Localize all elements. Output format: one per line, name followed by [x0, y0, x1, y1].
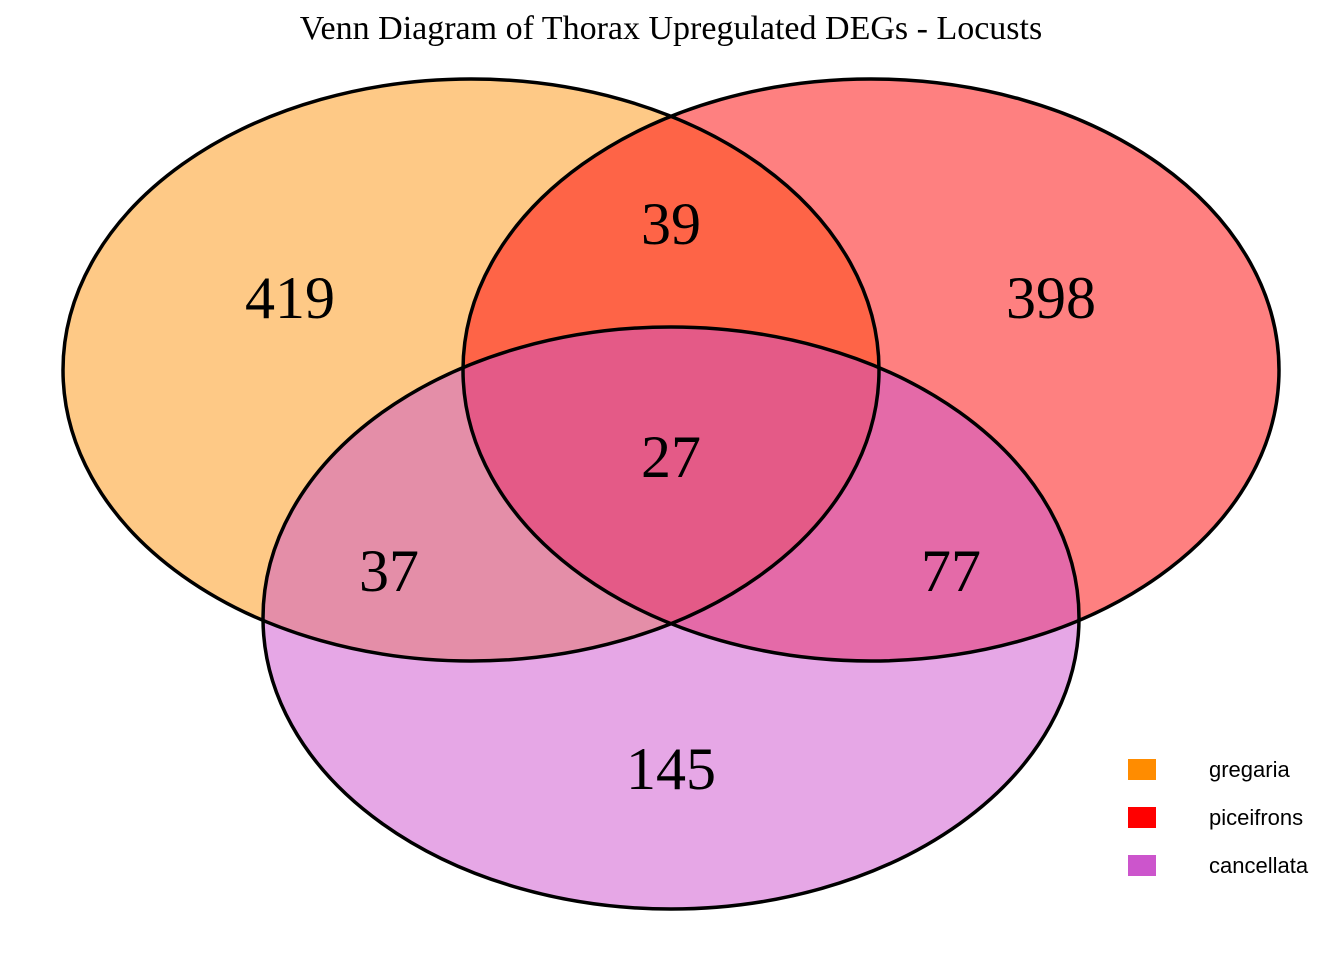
count-piceifrons-cancellata: 77 [921, 538, 981, 604]
legend-label-piceifrons: piceifrons [1209, 805, 1303, 830]
cancellata-set-outline [261, 325, 1081, 911]
piceifrons-set-outline [461, 77, 1281, 663]
legend-label-cancellata: cancellata [1209, 853, 1309, 878]
gregaria-set-outline [61, 77, 881, 663]
venn-regions [63, 79, 1279, 909]
legend-swatch-gregaria [1128, 759, 1156, 780]
legend-swatch-piceifrons [1128, 807, 1156, 828]
legend-label-gregaria: gregaria [1209, 757, 1290, 782]
count-piceifrons-only: 398 [1006, 265, 1096, 331]
legend-swatch-cancellata [1128, 855, 1156, 876]
venn-outlines [61, 77, 1281, 911]
count-gregaria-only: 419 [245, 265, 335, 331]
legend: gregaria piceifrons cancellata [1128, 757, 1309, 878]
count-gregaria-piceifrons: 39 [641, 191, 701, 257]
diagram-title: Venn Diagram of Thorax Upregulated DEGs … [300, 10, 1042, 47]
region-count-labels: 419 398 39 27 37 77 145 [245, 191, 1096, 802]
count-cancellata-only: 145 [626, 736, 716, 802]
count-gregaria-cancellata: 37 [359, 538, 419, 604]
count-all-three: 27 [641, 424, 701, 490]
